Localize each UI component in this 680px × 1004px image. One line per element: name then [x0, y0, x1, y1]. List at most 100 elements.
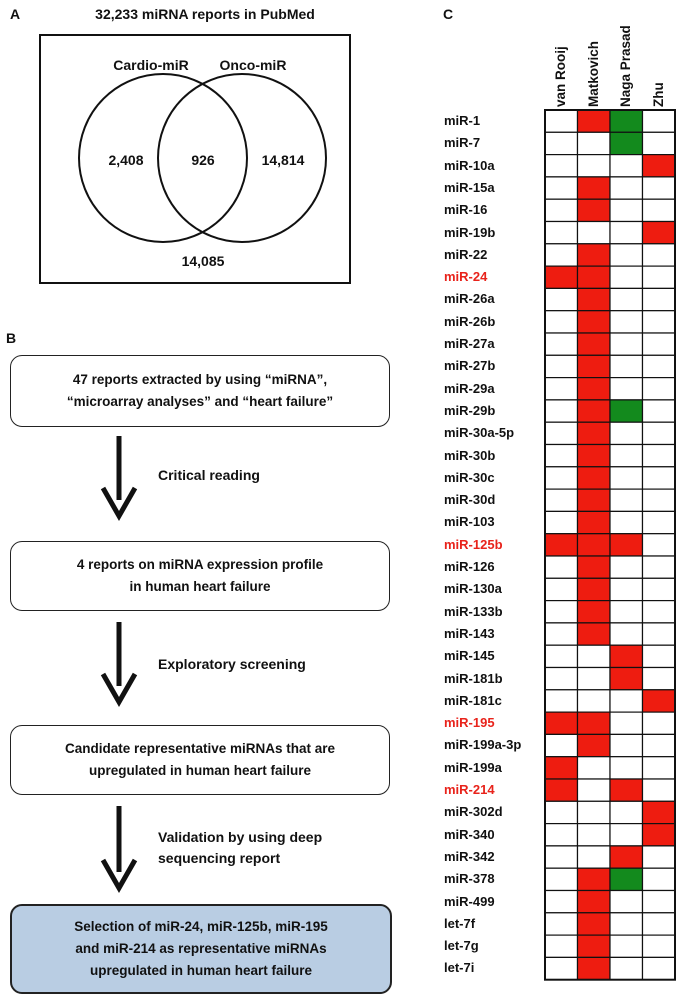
grid-cell: [609, 577, 644, 602]
row-label: miR-340: [444, 826, 495, 842]
row-label: miR-181c: [444, 692, 502, 708]
grid-cell: [544, 466, 579, 490]
grid-cell: [576, 733, 611, 758]
grid-cell: [641, 599, 676, 624]
grid-cell: [641, 154, 676, 178]
grid-cell: [576, 822, 611, 847]
row-label: miR-16: [444, 202, 488, 218]
grid-cell: [609, 889, 644, 914]
grid-cell: [576, 466, 611, 490]
grid-cell: [544, 889, 579, 914]
grid-cell: [544, 778, 579, 802]
row-label: miR-19b: [444, 224, 496, 240]
grid-cell: [576, 689, 611, 713]
grid-cell: [641, 845, 676, 869]
grid-cell: [609, 622, 644, 646]
grid-cell: [544, 510, 579, 535]
flow-box-3: Candidate representative miRNAs that are…: [10, 725, 390, 795]
grid-cell: [544, 243, 579, 267]
grid-cell: [576, 332, 611, 356]
grid-cell: [576, 220, 611, 245]
grid-cell: [544, 443, 579, 468]
grid-cell: [544, 198, 579, 223]
grid-cell: [609, 934, 644, 958]
grid-cell: [609, 310, 644, 334]
grid-cell: [641, 466, 676, 490]
venn-count-right: 14,814: [261, 152, 305, 168]
arrow-down-icon: [100, 806, 138, 894]
grid-cell: [544, 867, 579, 892]
grid-cell: [544, 176, 579, 200]
grid-cell: [641, 377, 676, 401]
grid-cell: [576, 912, 611, 936]
grid-cell: [609, 822, 644, 847]
row-label: miR-181b: [444, 670, 503, 686]
grid-cell: [641, 689, 676, 713]
grid-cell: [544, 488, 579, 513]
grid-cell: [576, 109, 611, 133]
flow-box-final: Selection of miR-24, miR-125b, miR-195 a…: [10, 904, 392, 994]
venn-count-outside: 14,085: [181, 253, 225, 269]
row-label: miR-499: [444, 893, 495, 909]
row-label: miR-22: [444, 246, 488, 262]
grid-cell: [544, 912, 579, 936]
grid-cell: [641, 354, 676, 379]
grid-cell: [609, 243, 644, 267]
grid-cell: [576, 154, 611, 178]
grid-cell: [576, 265, 611, 290]
grid-cell: [576, 577, 611, 602]
grid-cell: [641, 109, 676, 133]
flow-arrows: [100, 436, 138, 894]
grid-cell: [576, 555, 611, 579]
grid-cell: [576, 243, 611, 267]
grid-cell: [641, 310, 676, 334]
grid-cell: [641, 443, 676, 468]
grid-cell: [641, 265, 676, 290]
grid-cell: [544, 533, 579, 557]
grid-cell: [609, 131, 644, 156]
grid-cell: [609, 287, 644, 312]
grid-cell: [609, 466, 644, 490]
grid-cell: [544, 733, 579, 758]
row-label: miR-30d: [444, 492, 496, 508]
grid-cell: [641, 176, 676, 200]
grid-cell: [641, 533, 676, 557]
row-label: miR-126: [444, 559, 495, 574]
grid-cell: [576, 889, 611, 914]
step-validation-line-2: sequencing report: [158, 850, 281, 866]
venn-diagram: [39, 34, 351, 284]
grid-cell: [609, 421, 644, 446]
flow-box-final-line-3: upregulated in human heart failure: [89, 963, 313, 978]
row-label: miR-26b: [444, 313, 496, 329]
grid-cell: [609, 733, 644, 758]
grid-cell: [609, 711, 644, 735]
flow-box-1: 47 reports extracted by using “miRNA”, “…: [10, 355, 390, 427]
grid-cell: [544, 220, 579, 245]
grid-cell: [544, 555, 579, 579]
grid-cell: [609, 666, 644, 691]
flow-box-3-line-1: Candidate representative miRNAs that are: [64, 741, 336, 756]
grid-cell: [544, 354, 579, 379]
grid-cell: [576, 934, 611, 958]
grid-cell: [576, 533, 611, 557]
grid-cell: [641, 555, 676, 579]
grid-cell: [544, 800, 579, 825]
row-label: miR-30c: [444, 469, 495, 485]
grid-cell: [576, 176, 611, 200]
grid-cell: [576, 800, 611, 825]
grid-cell: [641, 733, 676, 758]
grid-border: [544, 109, 676, 981]
grid-cell: [609, 176, 644, 200]
row-label: miR-24: [444, 269, 488, 285]
grid-cell: [544, 956, 579, 981]
grid-cell: [609, 377, 644, 401]
grid-cell: [641, 934, 676, 958]
grid-cell: [576, 778, 611, 802]
grid-cell: [576, 666, 611, 691]
grid-cell: [544, 577, 579, 602]
grid-cell: [609, 109, 644, 133]
row-label: miR-130a: [444, 581, 502, 597]
grid-cell: [576, 867, 611, 892]
grid-cell: [641, 778, 676, 802]
row-label: miR-195: [444, 715, 495, 731]
